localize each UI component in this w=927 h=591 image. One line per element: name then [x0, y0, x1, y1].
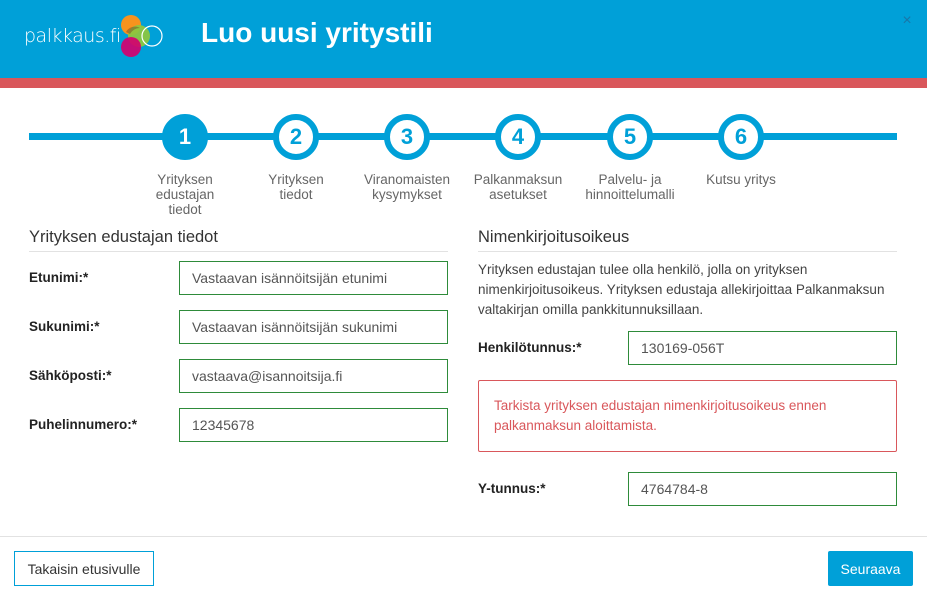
step-number: 1 [162, 114, 208, 160]
step-label: Kutsu yritys [706, 172, 776, 187]
stepper-track [29, 133, 897, 140]
personal-id-input[interactable] [628, 331, 897, 365]
first-name-label: Etunimi:* [29, 270, 89, 285]
signing-rights-help-text: Yrityksen edustajan tulee olla henkilö, … [478, 262, 885, 317]
step-label: Viranomaisten kysymykset [363, 172, 451, 202]
last-name-input[interactable] [179, 310, 448, 344]
step-number: 5 [607, 114, 653, 160]
logo-text: palkkaus.fi [24, 25, 121, 47]
business-id-input[interactable] [628, 472, 897, 506]
progress-stepper: 1 Yrityksen edustajan tiedot 2 Yrityksen… [0, 110, 927, 220]
step-label: Palkanmaksun asetukset [473, 172, 563, 202]
close-icon[interactable]: × [902, 12, 912, 29]
step-label: Yrityksen edustajan tiedot [155, 172, 215, 217]
step-number: 4 [495, 114, 541, 160]
first-name-input[interactable] [179, 261, 448, 295]
step-label: Yrityksen tiedot [268, 172, 324, 202]
phone-label: Puhelinnumero:* [29, 417, 138, 432]
header-stripe [0, 78, 927, 88]
step-label: Palvelu- ja hinnoittelumalli [585, 172, 675, 202]
phone-input[interactable] [179, 408, 448, 442]
back-to-home-button[interactable]: Takaisin etusivulle [14, 551, 154, 586]
step-2[interactable]: 2 Yrityksen tiedot [236, 110, 356, 202]
step-number: 6 [718, 114, 764, 160]
step-6[interactable]: 6 Kutsu yritys [681, 110, 801, 187]
footer-divider [0, 536, 927, 537]
section-title-signing-rights: Nimenkirjoitusoikeus [478, 228, 897, 252]
personal-id-label: Henkilötunnus:* [478, 340, 582, 355]
signing-rights-alert: Tarkista yrityksen edustajan nimenkirjoi… [478, 380, 897, 452]
step-number: 3 [384, 114, 430, 160]
page-title: Luo uusi yritystili [201, 17, 433, 48]
step-3[interactable]: 3 Viranomaisten kysymykset [347, 110, 467, 202]
step-1[interactable]: 1 Yrityksen edustajan tiedot [125, 110, 245, 217]
last-name-label: Sukunimi:* [29, 319, 100, 334]
modal-header: palkkaus.fi Luo uusi yritystili × [0, 0, 927, 78]
section-title-representative: Yrityksen edustajan tiedot [29, 228, 448, 252]
palkkaus-logo-icon [121, 15, 163, 57]
step-5[interactable]: 5 Palvelu- ja hinnoittelumalli [570, 110, 690, 202]
next-button[interactable]: Seuraava [828, 551, 913, 586]
step-4[interactable]: 4 Palkanmaksun asetukset [458, 110, 578, 202]
business-id-label: Y-tunnus:* [478, 481, 546, 496]
email-label: Sähköposti:* [29, 368, 112, 383]
step-number: 2 [273, 114, 319, 160]
email-input[interactable] [179, 359, 448, 393]
